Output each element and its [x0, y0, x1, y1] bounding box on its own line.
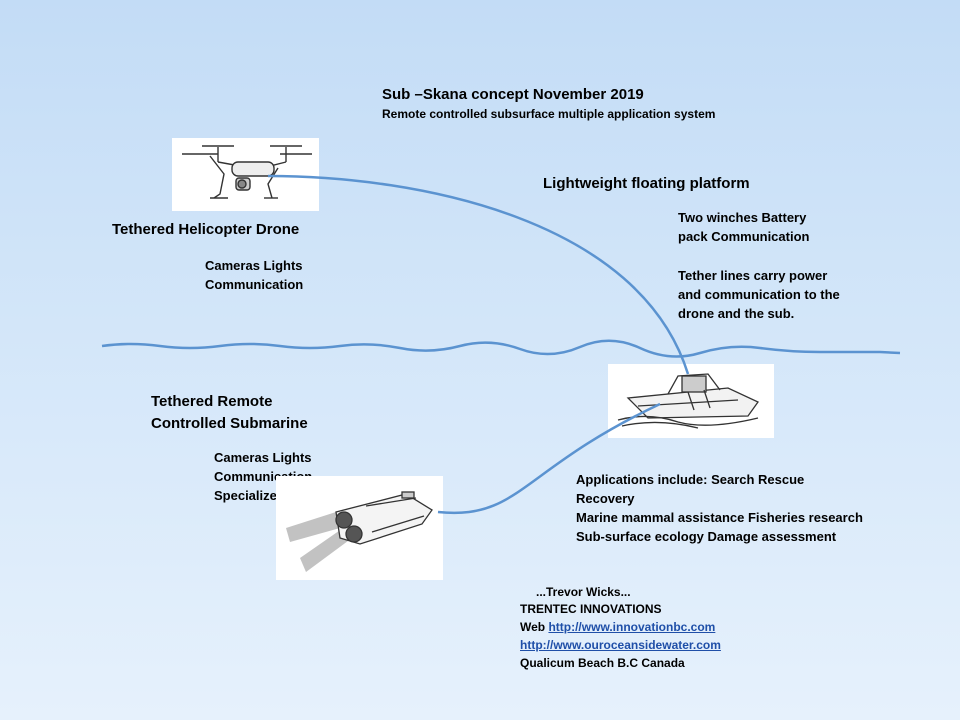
- tether-line-2: and communication to the: [678, 287, 840, 302]
- platform-heading: Lightweight floating platform: [543, 175, 750, 192]
- tether-description: Tether lines carry power and communicati…: [678, 266, 840, 323]
- submarine-icon: [286, 491, 433, 572]
- applications-line-2: Recovery: [576, 491, 635, 506]
- sub-heading-line-1: Tethered Remote: [151, 393, 273, 410]
- drone-icon: [182, 145, 312, 199]
- credits-company: TRENTEC INNOVATIONS: [520, 602, 662, 616]
- tether-line-1: Tether lines carry power: [678, 268, 828, 283]
- credits-web-row: Web http://www.innovationbc.com: [520, 619, 715, 636]
- sub-heading-line-2: Controlled Submarine: [151, 415, 308, 432]
- floating-platform-icon: [617, 373, 759, 429]
- sub-heading: Tethered Remote Controlled Submarine: [151, 391, 308, 435]
- ouroceansidewater-link[interactable]: http://www.ouroceansidewater.com: [520, 638, 721, 652]
- sub-feature-1: Cameras Lights: [214, 450, 312, 465]
- credits-link2-row: http://www.ouroceansidewater.com: [520, 637, 721, 654]
- credits-location: Qualicum Beach B.C Canada: [520, 656, 685, 670]
- diagram-subtitle: Remote controlled subsurface multiple ap…: [382, 107, 716, 121]
- applications-line-1: Applications include: Search Rescue: [576, 472, 805, 487]
- drone-tether-line: [267, 174, 690, 375]
- platform-detail-1: Two winches Battery: [678, 210, 807, 225]
- applications-list: Applications include: Search Rescue Reco…: [576, 470, 863, 546]
- drone-feature-2: Communication: [205, 277, 304, 292]
- innovationbc-link[interactable]: http://www.innovationbc.com: [548, 620, 716, 634]
- drone-features: Cameras Lights Communication: [205, 256, 303, 294]
- submarine-image: [276, 476, 443, 580]
- drone-heading: Tethered Helicopter Drone: [112, 221, 300, 238]
- credits-author: ...Trevor Wicks...: [536, 585, 631, 599]
- applications-line-4: Sub-surface ecology Damage assessment: [576, 529, 837, 544]
- diagram-title: Sub –Skana concept November 2019: [382, 86, 644, 103]
- drone-image: [172, 138, 319, 211]
- tether-line-3: drone and the sub.: [678, 306, 795, 321]
- applications-line-3: Marine mammal assistance Fisheries resea…: [576, 510, 863, 525]
- credits-web-prefix: Web: [520, 620, 549, 634]
- drone-feature-1: Cameras Lights: [205, 258, 303, 273]
- water-surface-line: [101, 339, 901, 358]
- platform-detail-2: pack Communication: [678, 229, 810, 244]
- platform-details: Two winches Battery pack Communication: [678, 208, 809, 246]
- platform-image: [608, 364, 774, 438]
